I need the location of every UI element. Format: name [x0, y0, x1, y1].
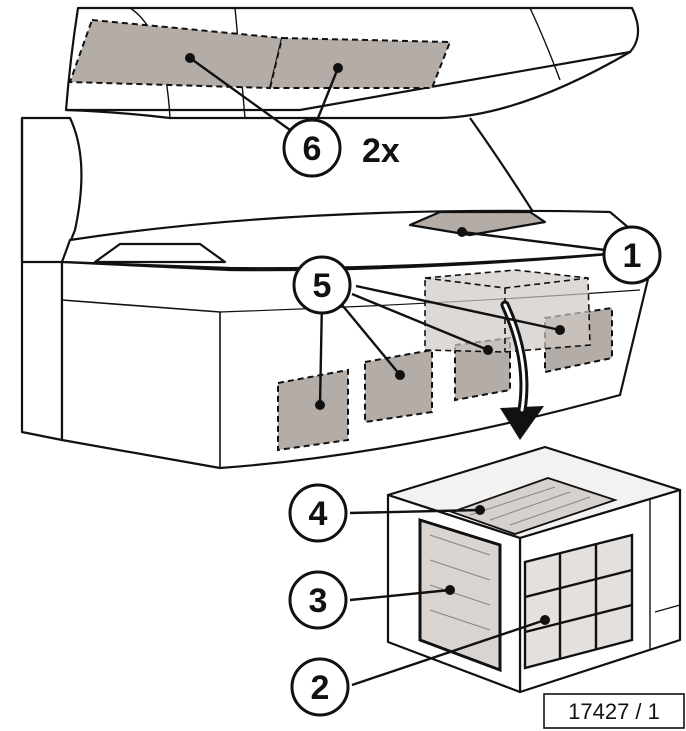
reference-number-box: 17427 / 1 [543, 693, 685, 729]
bench-filter-panel-2 [364, 348, 433, 424]
bench-filter-panel-1 [277, 368, 349, 452]
callout-6-label: 6 [303, 130, 322, 168]
leader-dots [185, 53, 565, 625]
leader-5a [318, 299, 324, 406]
canopy-filter-panel-right [268, 36, 452, 89]
callout-6: 6 [282, 118, 342, 178]
leader-1 [461, 230, 606, 252]
callout-2-label: 2 [311, 669, 330, 707]
multiplier-label: 2x [362, 132, 400, 170]
leader-4 [349, 508, 481, 515]
leader-2 [351, 618, 546, 687]
leader-5c [351, 292, 489, 352]
front-filter-grid [523, 533, 634, 670]
callout-4: 4 [288, 483, 348, 543]
callout-2: 2 [290, 657, 350, 717]
callout-5: 5 [292, 255, 352, 315]
callout-4-label: 4 [309, 495, 328, 533]
side-filter-mesh [418, 517, 502, 673]
callout-3: 3 [288, 570, 348, 630]
callout-1-label: 1 [623, 237, 642, 275]
callout-5-label: 5 [313, 267, 332, 305]
leader-6a [189, 57, 291, 131]
top-filter-mesh [449, 477, 618, 535]
leader-5b [337, 299, 401, 376]
leader-lines [189, 57, 606, 687]
leader-5d [355, 284, 561, 332]
canopy-filter-panels [68, 18, 452, 90]
removal-arrow [500, 300, 544, 440]
leader-3 [349, 588, 451, 602]
leader-6b [316, 67, 340, 119]
reference-number: 17427 / 1 [568, 699, 660, 724]
callout-1: 1 [602, 225, 662, 285]
bench-filter-panel-3 [454, 336, 511, 402]
callout-3-label: 3 [309, 582, 328, 620]
